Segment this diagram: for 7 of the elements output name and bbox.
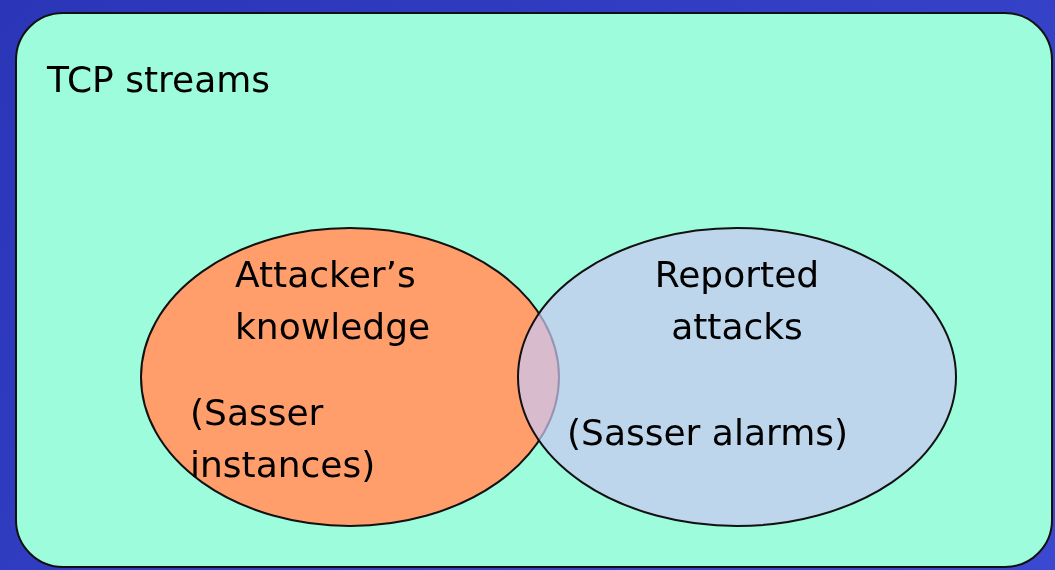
set-label: Reported attacks <box>653 253 821 350</box>
universe-box <box>15 12 1053 568</box>
box-title: TCP streams <box>47 58 272 102</box>
set-note: (Sasser instances) <box>190 391 377 488</box>
set-label: Attacker’s knowledge <box>235 253 432 350</box>
set-note: (Sasser alarms) <box>567 411 850 455</box>
venn-circle <box>517 227 957 527</box>
